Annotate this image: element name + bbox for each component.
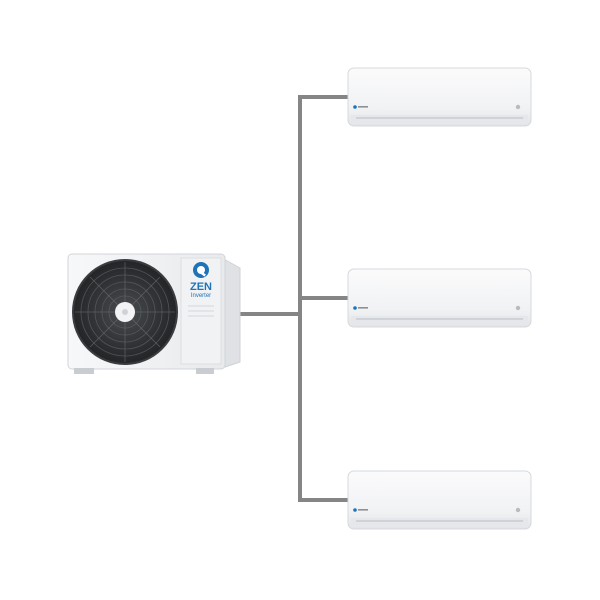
logo-icon (353, 105, 357, 109)
zen-logo: ZEN Inverter (190, 262, 212, 299)
outdoor-unit: ZEN Inverter (67, 253, 241, 374)
logo-icon (353, 508, 357, 512)
logo-icon (353, 306, 357, 310)
logo-sub-text: Inverter (191, 293, 211, 299)
logo-brand-text: ZEN (190, 281, 212, 293)
indoor-unit-3 (347, 470, 532, 530)
indoor-unit-2 (347, 268, 532, 328)
outdoor-unit-foot-left (74, 368, 94, 374)
indoor-unit-1 (347, 67, 532, 127)
outdoor-unit-foot-right (196, 368, 214, 374)
refrigerant-piping (237, 95, 349, 502)
fan-icon (72, 259, 178, 365)
